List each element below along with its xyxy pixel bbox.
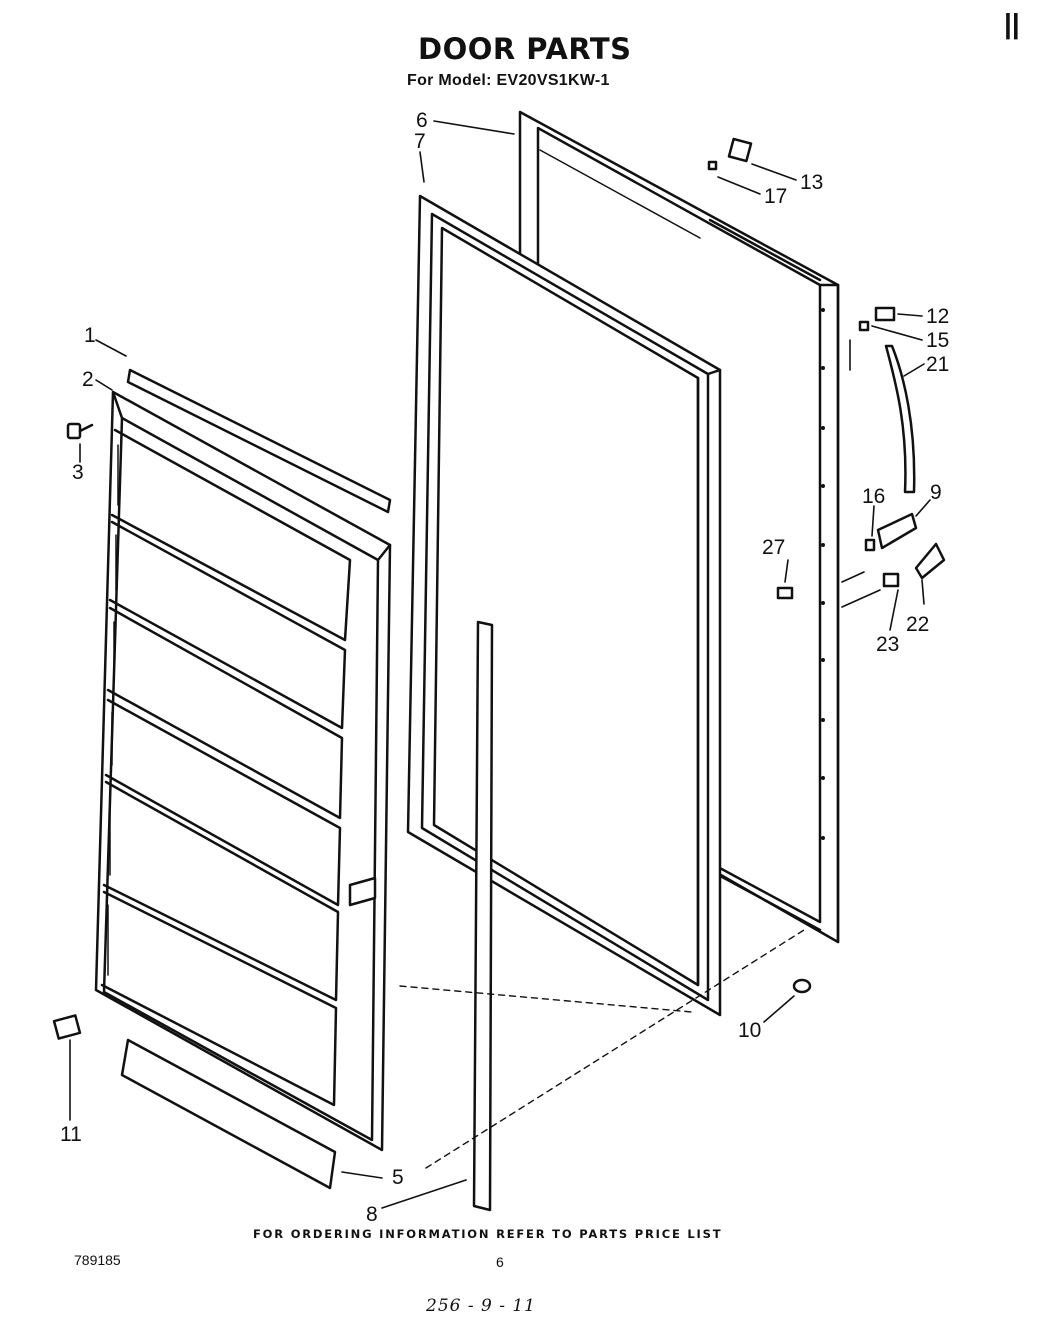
clip-part-11 <box>52 1014 82 1040</box>
callout-13: 13 <box>800 171 824 194</box>
page-number: 6 <box>496 1254 504 1270</box>
callout-3: 3 <box>72 461 84 484</box>
callout-15: 15 <box>926 329 950 352</box>
bottom-trim-strip <box>120 1038 337 1190</box>
latch-part-9 <box>876 512 918 550</box>
lock-part-22 <box>914 542 946 580</box>
corner-mark: || <box>1004 8 1020 39</box>
bracket-part-16 <box>864 538 876 552</box>
callout-6: 6 <box>416 109 428 132</box>
model-line: For Model: EV20VS1KW-1 <box>407 72 610 89</box>
callout-9: 9 <box>930 481 942 504</box>
callout-8: 8 <box>366 1203 378 1226</box>
screw-part-3 <box>66 422 94 440</box>
gasket-strip <box>472 620 494 1212</box>
label-part-13 <box>727 137 753 163</box>
callout-1: 1 <box>84 324 96 347</box>
callout-5: 5 <box>392 1166 404 1189</box>
top-trim-strip <box>126 368 392 514</box>
document-code: 789185 <box>74 1252 121 1268</box>
callout-11: 11 <box>60 1123 82 1146</box>
callout-21: 21 <box>926 353 950 376</box>
bushing-part-15 <box>858 320 870 332</box>
callout-17: 17 <box>764 185 788 208</box>
page-title: DOOR PARTS <box>418 32 632 66</box>
callout-16: 16 <box>862 485 886 508</box>
callout-2: 2 <box>82 368 94 391</box>
hinge-part-12 <box>874 306 896 322</box>
screw-part-27 <box>776 586 794 600</box>
callout-10: 10 <box>738 1019 762 1042</box>
inner-door-panel <box>94 390 392 1152</box>
cylinder-part-23 <box>882 572 900 588</box>
callout-23: 23 <box>876 633 900 656</box>
callout-22: 22 <box>906 613 930 636</box>
handwritten-note: 256 - 9 - 11 <box>426 1296 536 1316</box>
callout-12: 12 <box>926 305 950 328</box>
handle-bar-part-21 <box>884 344 916 494</box>
callout-27: 27 <box>762 536 786 559</box>
callout-7: 7 <box>414 130 426 153</box>
ordering-note: FOR ORDERING INFORMATION REFER TO PARTS … <box>253 1227 723 1241</box>
plug-part-17 <box>707 160 718 171</box>
foot-part-10 <box>792 978 812 994</box>
